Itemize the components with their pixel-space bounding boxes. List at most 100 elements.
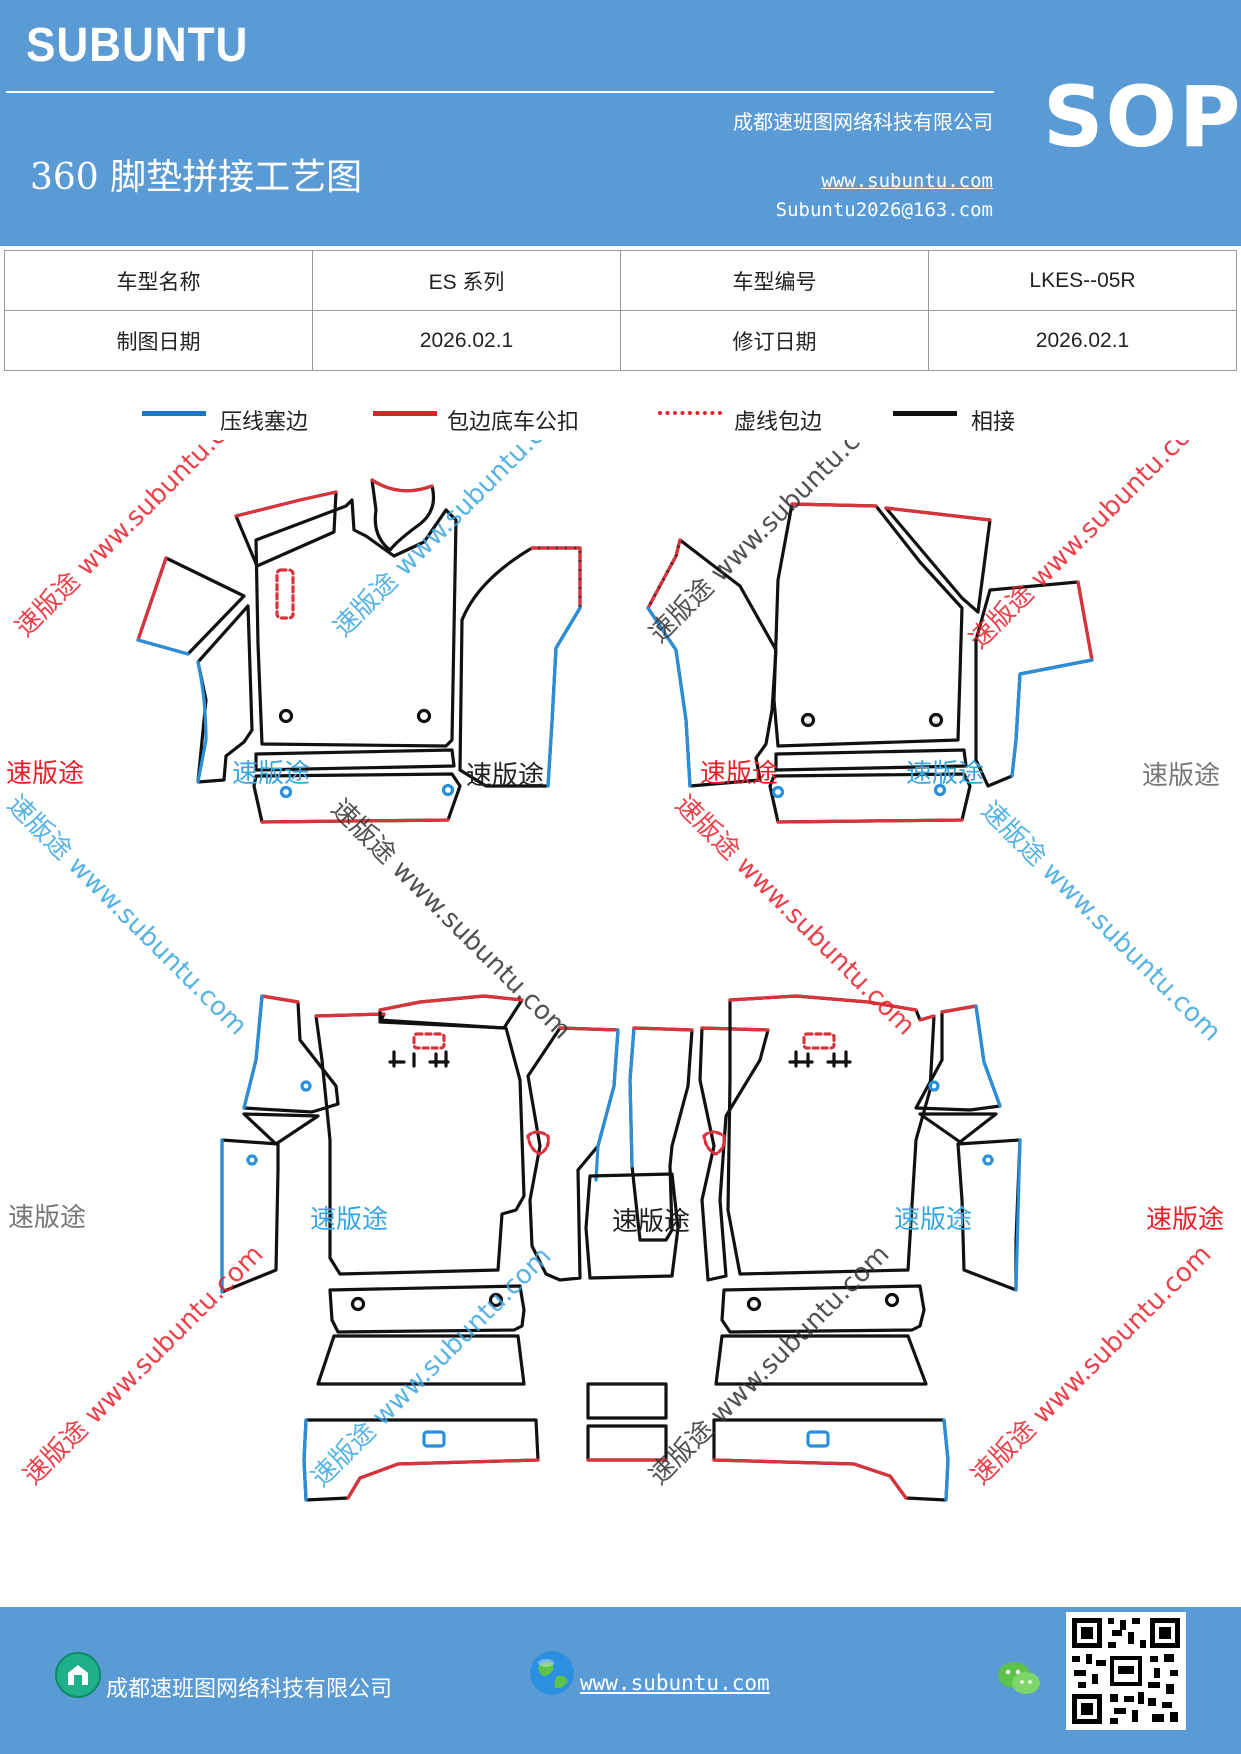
legend-swatch-black xyxy=(893,411,957,416)
mat-edge-blue xyxy=(546,606,582,788)
mat-edge-blue xyxy=(1010,658,1094,778)
draw-date-value: 2026.02.1 xyxy=(312,310,621,371)
mat-piece xyxy=(458,546,582,788)
mat-piece xyxy=(720,1284,926,1334)
dotted-wrap-slot xyxy=(422,1430,446,1448)
info-table: 车型名称 ES 系列 车型编号 LKES--05R 制图日期 2026.02.1… xyxy=(4,250,1237,371)
hole-marker-blue xyxy=(933,783,947,797)
mat-edge-blue xyxy=(196,660,208,784)
rear-left-mat-group xyxy=(220,994,620,1502)
mat-piece xyxy=(788,1050,852,1068)
hole-marker-blue xyxy=(246,1154,258,1166)
mat-edge-red-dotted xyxy=(646,538,682,610)
hole-marker xyxy=(278,708,294,724)
footer-website-link[interactable]: www.subuntu.com xyxy=(580,1671,770,1695)
watermark-diagonal: 速版途 www.subuntu.com xyxy=(10,440,262,643)
mat-edge-red xyxy=(918,1014,936,1022)
watermark-diagonal: 速版途 www.subuntu.com xyxy=(644,1239,896,1491)
mat-piece xyxy=(242,1112,320,1146)
qr-code xyxy=(1066,1612,1186,1730)
header-banner: SUBUNTU 成都速班图网络科技有限公司 360 脚垫拼接工艺图 www.su… xyxy=(0,0,1241,246)
hole-marker xyxy=(800,712,816,728)
header-email: Subuntu2026@163.com xyxy=(775,199,993,221)
revise-date-label: 修订日期 xyxy=(620,310,929,371)
mat-edge-red xyxy=(370,478,434,493)
mat-piece xyxy=(254,498,458,748)
watermark-diagonal: 速版途 www.subuntu.com xyxy=(1,790,253,1042)
header-website-link[interactable]: www.subuntu.com xyxy=(821,170,993,192)
page-title: 360 脚垫拼接工艺图 xyxy=(30,157,363,198)
mat-edge-red-dotted xyxy=(530,546,582,610)
model-name-value: ES 系列 xyxy=(312,250,621,311)
watermark-cn: 速版途 xyxy=(1146,1205,1224,1235)
hole-marker xyxy=(350,1296,366,1312)
hole-marker xyxy=(416,708,432,724)
mat-edge-blue xyxy=(302,1418,308,1502)
footer-banner: 成都速班图网络科技有限公司 www.subuntu.com xyxy=(0,1607,1241,1754)
mat-edge-red xyxy=(346,1458,540,1500)
mat-edge-red xyxy=(728,994,918,1012)
front-left-mat-group xyxy=(136,478,582,824)
hole-marker-blue xyxy=(771,785,785,799)
legend-swatch-red xyxy=(373,411,437,416)
watermark-diagonal-down-layer: 速版途 www.subuntu.com 速版途 www.subuntu.com … xyxy=(1,790,1227,1048)
legend-label: 虚线包边 xyxy=(734,410,823,435)
model-code-label: 车型编号 xyxy=(620,250,929,311)
watermark-cn: 速版途 xyxy=(612,1207,690,1237)
mat-piece xyxy=(774,748,968,772)
watermark-diagonal: 速版途 www.subuntu.com xyxy=(964,440,1216,655)
mat-edge-blue xyxy=(974,1004,1002,1108)
mat-edge-red xyxy=(136,556,168,642)
legend-swatch-red-dotted xyxy=(658,411,722,415)
watermark-cn: 速版途 xyxy=(6,759,84,789)
sop-badge: SOP xyxy=(1043,68,1241,166)
watermark-cn: 速版途 xyxy=(700,759,778,789)
building-icon xyxy=(55,1652,101,1698)
mat-edge-red xyxy=(314,1012,386,1018)
revise-date-value: 2026.02.1 xyxy=(928,310,1237,371)
mat-piece xyxy=(136,556,246,656)
hole-marker-blue xyxy=(441,783,455,797)
mat-edge-blue xyxy=(242,994,264,1110)
hole-marker xyxy=(746,1296,762,1312)
draw-date-label: 制图日期 xyxy=(4,310,313,371)
mat-edge-red xyxy=(632,1026,694,1032)
watermark-diagonal: 速版途 www.subuntu.com xyxy=(644,440,896,649)
mat-edge-blue xyxy=(942,1418,950,1502)
table-row: 车型名称 ES 系列 车型编号 LKES--05R xyxy=(4,250,1237,311)
hole-marker-blue xyxy=(982,1154,994,1166)
mat-piece xyxy=(586,1382,668,1420)
mat-edge-blue xyxy=(646,606,692,788)
header-divider xyxy=(6,91,994,93)
watermark-diagonal: 速版途 www.subuntu.com xyxy=(325,794,577,1046)
dotted-wrap-slot xyxy=(412,1032,446,1050)
mat-edge-red xyxy=(700,1026,770,1032)
dotted-wrap-slot xyxy=(806,1430,830,1448)
dotted-wrap-slot xyxy=(802,1032,836,1050)
mat-edge-blue xyxy=(1014,1138,1022,1292)
mat-piece xyxy=(918,1112,998,1144)
mat-piece xyxy=(884,506,992,614)
watermark-layer: 速版途 速版途 速版途 速版途 速版途 速版途 速版途 速版途 速版途 速版途 … xyxy=(6,759,1224,1237)
watermark-cn: 速版途 xyxy=(8,1203,86,1233)
hole-marker xyxy=(928,712,944,728)
center-hump-group xyxy=(584,1026,694,1462)
wechat-icon xyxy=(998,1662,1040,1694)
mat-piece xyxy=(772,502,964,748)
brand-logo: SUBUNTU xyxy=(26,19,249,72)
watermark-cn: 速版途 xyxy=(1142,761,1220,791)
mat-piece xyxy=(316,1334,526,1386)
footer-company: 成都速班图网络科技有限公司 xyxy=(106,1677,393,1702)
hole-marker-blue xyxy=(279,785,293,799)
mat-piece xyxy=(586,1424,668,1462)
mat-edge-red-dotted xyxy=(702,1130,726,1156)
dotted-wrap-slot xyxy=(275,568,295,620)
mat-piece xyxy=(584,1172,680,1280)
table-row: 制图日期 2026.02.1 修订日期 2026.02.1 xyxy=(4,310,1237,371)
mat-edge-red xyxy=(1076,580,1094,662)
watermark-cn: 速版途 xyxy=(466,761,544,791)
watermark-cn: 速版途 xyxy=(894,1205,972,1235)
mat-piece xyxy=(328,1284,526,1334)
mat-edge-red xyxy=(378,994,524,1012)
watermark-cn: 速版途 xyxy=(310,1205,388,1235)
